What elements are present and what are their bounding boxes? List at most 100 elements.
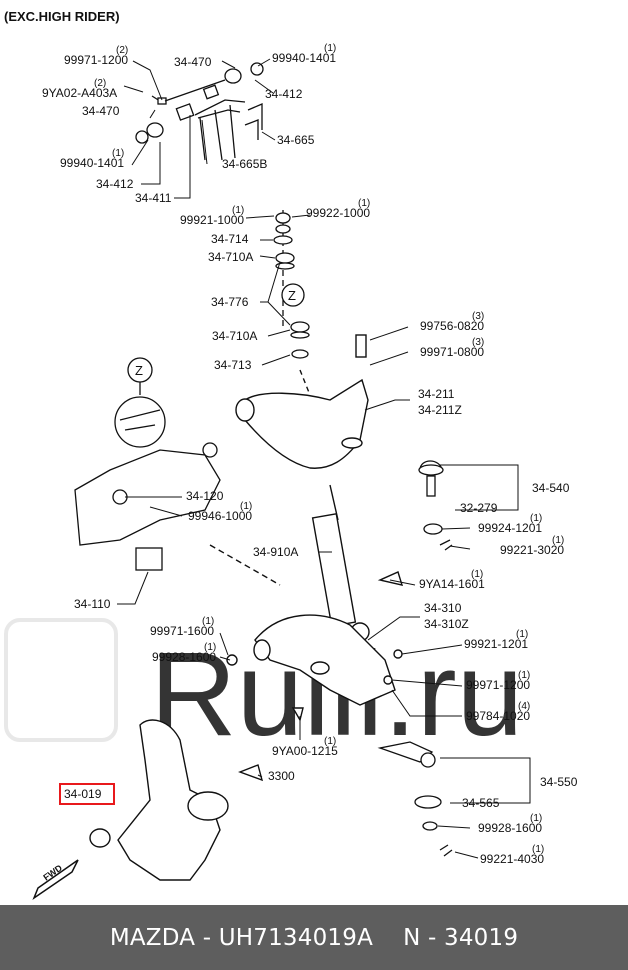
- part-code: 34-310: [424, 601, 462, 615]
- part-code: 34-540: [532, 481, 570, 495]
- part-code: 99946-1000: [188, 509, 252, 523]
- part-code: 99784-1020: [466, 709, 530, 723]
- part-code: 99971-1600: [150, 624, 214, 638]
- part-code: 34-110: [74, 597, 111, 611]
- part-code: 9YA00-1215: [272, 744, 338, 758]
- part-quantity: (1): [518, 670, 530, 681]
- part-quantity: (1): [204, 642, 216, 653]
- exploded-parts-diagram: Rulli.ru (EXC.HIGH RIDER) Z: [4, 9, 578, 901]
- part-label-34-310: 34-310: [424, 601, 462, 615]
- part-code: 99928-1600: [478, 821, 542, 835]
- part-label-34-470: 34-470: [174, 55, 212, 69]
- part-code: 99971-1200: [466, 678, 530, 692]
- part-label-34-710a: 34-710A: [208, 250, 253, 264]
- part-code: 34-910A: [253, 545, 298, 559]
- part-code: 34-776: [211, 295, 249, 309]
- callout-z-top: Z: [288, 288, 296, 303]
- part-code: 99971-1200: [64, 53, 128, 67]
- part-quantity: (1): [552, 535, 564, 546]
- part-label-34-776: 34-776: [211, 295, 249, 309]
- part-label-34-412: 34-412: [265, 87, 303, 101]
- part-quantity: (1): [232, 205, 244, 216]
- diagram-header: (EXC.HIGH RIDER): [4, 9, 120, 24]
- part-label-34-120: 34-120: [186, 489, 224, 503]
- part-code: 34-710A: [208, 250, 253, 264]
- ball-joint-lower: [377, 741, 453, 857]
- part-label-9ya14-1601: (1)9YA14-1601: [419, 569, 485, 591]
- part-label-9ya02-a403a: (2)9YA02-A403A: [42, 78, 117, 100]
- part-label-99928-1600: (1)99928-1600: [478, 813, 542, 835]
- upper-control-arm: [235, 334, 369, 469]
- part-label-9ya00-1215: (1)9YA00-1215: [272, 736, 338, 758]
- part-quantity: (1): [324, 736, 336, 747]
- part-quantity: (2): [94, 78, 106, 89]
- part-label-99940-1401: (1)99940-1401: [272, 43, 336, 65]
- leader-lines: [117, 58, 531, 859]
- part-label-99784-1020: (4)99784-1020: [466, 701, 530, 723]
- part-quantity: (1): [532, 844, 544, 855]
- part-label-99922-1000: (1)99922-1000: [306, 198, 370, 220]
- part-label-99946-1000: (1)99946-1000: [188, 501, 252, 523]
- part-label-99756-0820: (3)99756-0820: [420, 311, 484, 333]
- part-label-34-211z: 34-211Z: [418, 403, 462, 417]
- part-label-34-565: 34-565: [462, 796, 500, 810]
- part-label-99971-1600: (1)99971-1600: [150, 616, 214, 638]
- part-code: 99928-1600: [152, 650, 216, 664]
- part-label-34-550: 34-550: [540, 775, 578, 789]
- ball-joint-upper: [418, 460, 453, 551]
- part-label-34-714: 34-714: [211, 232, 249, 246]
- part-code: 34-710A: [212, 329, 257, 343]
- part-code: 34-714: [211, 232, 249, 246]
- part-code: 9YA14-1601: [419, 577, 485, 591]
- part-label-99928-1600: (1)99928-1600: [152, 642, 216, 664]
- part-quantity: (1): [202, 616, 214, 627]
- part-quantity: (3): [472, 311, 484, 322]
- part-label-34-665: 34-665: [277, 133, 315, 147]
- part-quantity: (1): [358, 198, 370, 209]
- part-quantity: (1): [112, 148, 124, 159]
- part-label-32-279: 32-279: [460, 501, 498, 515]
- part-code: 99971-0800: [420, 345, 484, 359]
- lower-control-arm: [226, 614, 403, 722]
- part-label-99221-3020: (1)99221-3020: [500, 535, 564, 557]
- part-code: 34-211: [418, 387, 455, 401]
- footer-sep: -: [195, 924, 219, 951]
- callout-z-left: Z: [135, 363, 143, 378]
- part-quantity: (1): [324, 43, 336, 54]
- fwd-arrow: FWD: [32, 859, 79, 901]
- bushing-stack: [273, 210, 310, 359]
- part-code: 34-019: [64, 787, 102, 801]
- steering-knuckle: [89, 719, 264, 881]
- part-code: 34-565: [462, 796, 500, 810]
- part-code: 99940-1401: [272, 51, 336, 65]
- part-code: 34-665B: [222, 157, 267, 171]
- part-label-99921-1000: (1)99921-1000: [180, 205, 244, 227]
- part-code: 34-411: [135, 191, 172, 205]
- part-label-99921-1201: (1)99921-1201: [464, 629, 528, 651]
- part-labels: (2)99971-1200(2)9YA02-A403A34-470(1)9994…: [42, 43, 578, 866]
- part-quantity: (4): [518, 701, 530, 712]
- part-code: 34-120: [186, 489, 224, 503]
- part-label-34-412: 34-412: [96, 177, 134, 191]
- part-label-34-910a: 34-910A: [253, 545, 298, 559]
- part-label-34-110: 34-110: [74, 597, 111, 611]
- part-label-99971-1200: (1)99971-1200: [466, 670, 530, 692]
- upper-link-assembly: [135, 62, 264, 161]
- footer-brand: MAZDA: [109, 924, 196, 951]
- highlight-box-34-019: [59, 783, 115, 805]
- footer-part-number: UH7134019A: [218, 924, 374, 951]
- footer-bar: MAZDA - UH7134019A N - 34019: [0, 905, 628, 970]
- part-code: 34-470: [82, 104, 120, 118]
- part-code: 34-665: [277, 133, 315, 147]
- part-label-34-540: 34-540: [532, 481, 570, 495]
- part-label-34-710a: 34-710A: [212, 329, 257, 343]
- part-code: 99756-0820: [420, 319, 484, 333]
- part-code: 99922-1000: [306, 206, 370, 220]
- part-label-99924-1201: (1)99924-1201: [478, 513, 542, 535]
- part-label-34-411: 34-411: [135, 191, 172, 205]
- part-quantity: (1): [240, 501, 252, 512]
- part-label-3300: 3300: [268, 769, 295, 783]
- callout-z-circle: [281, 283, 305, 307]
- part-code: 32-279: [460, 501, 498, 515]
- part-code: 34-211Z: [418, 403, 462, 417]
